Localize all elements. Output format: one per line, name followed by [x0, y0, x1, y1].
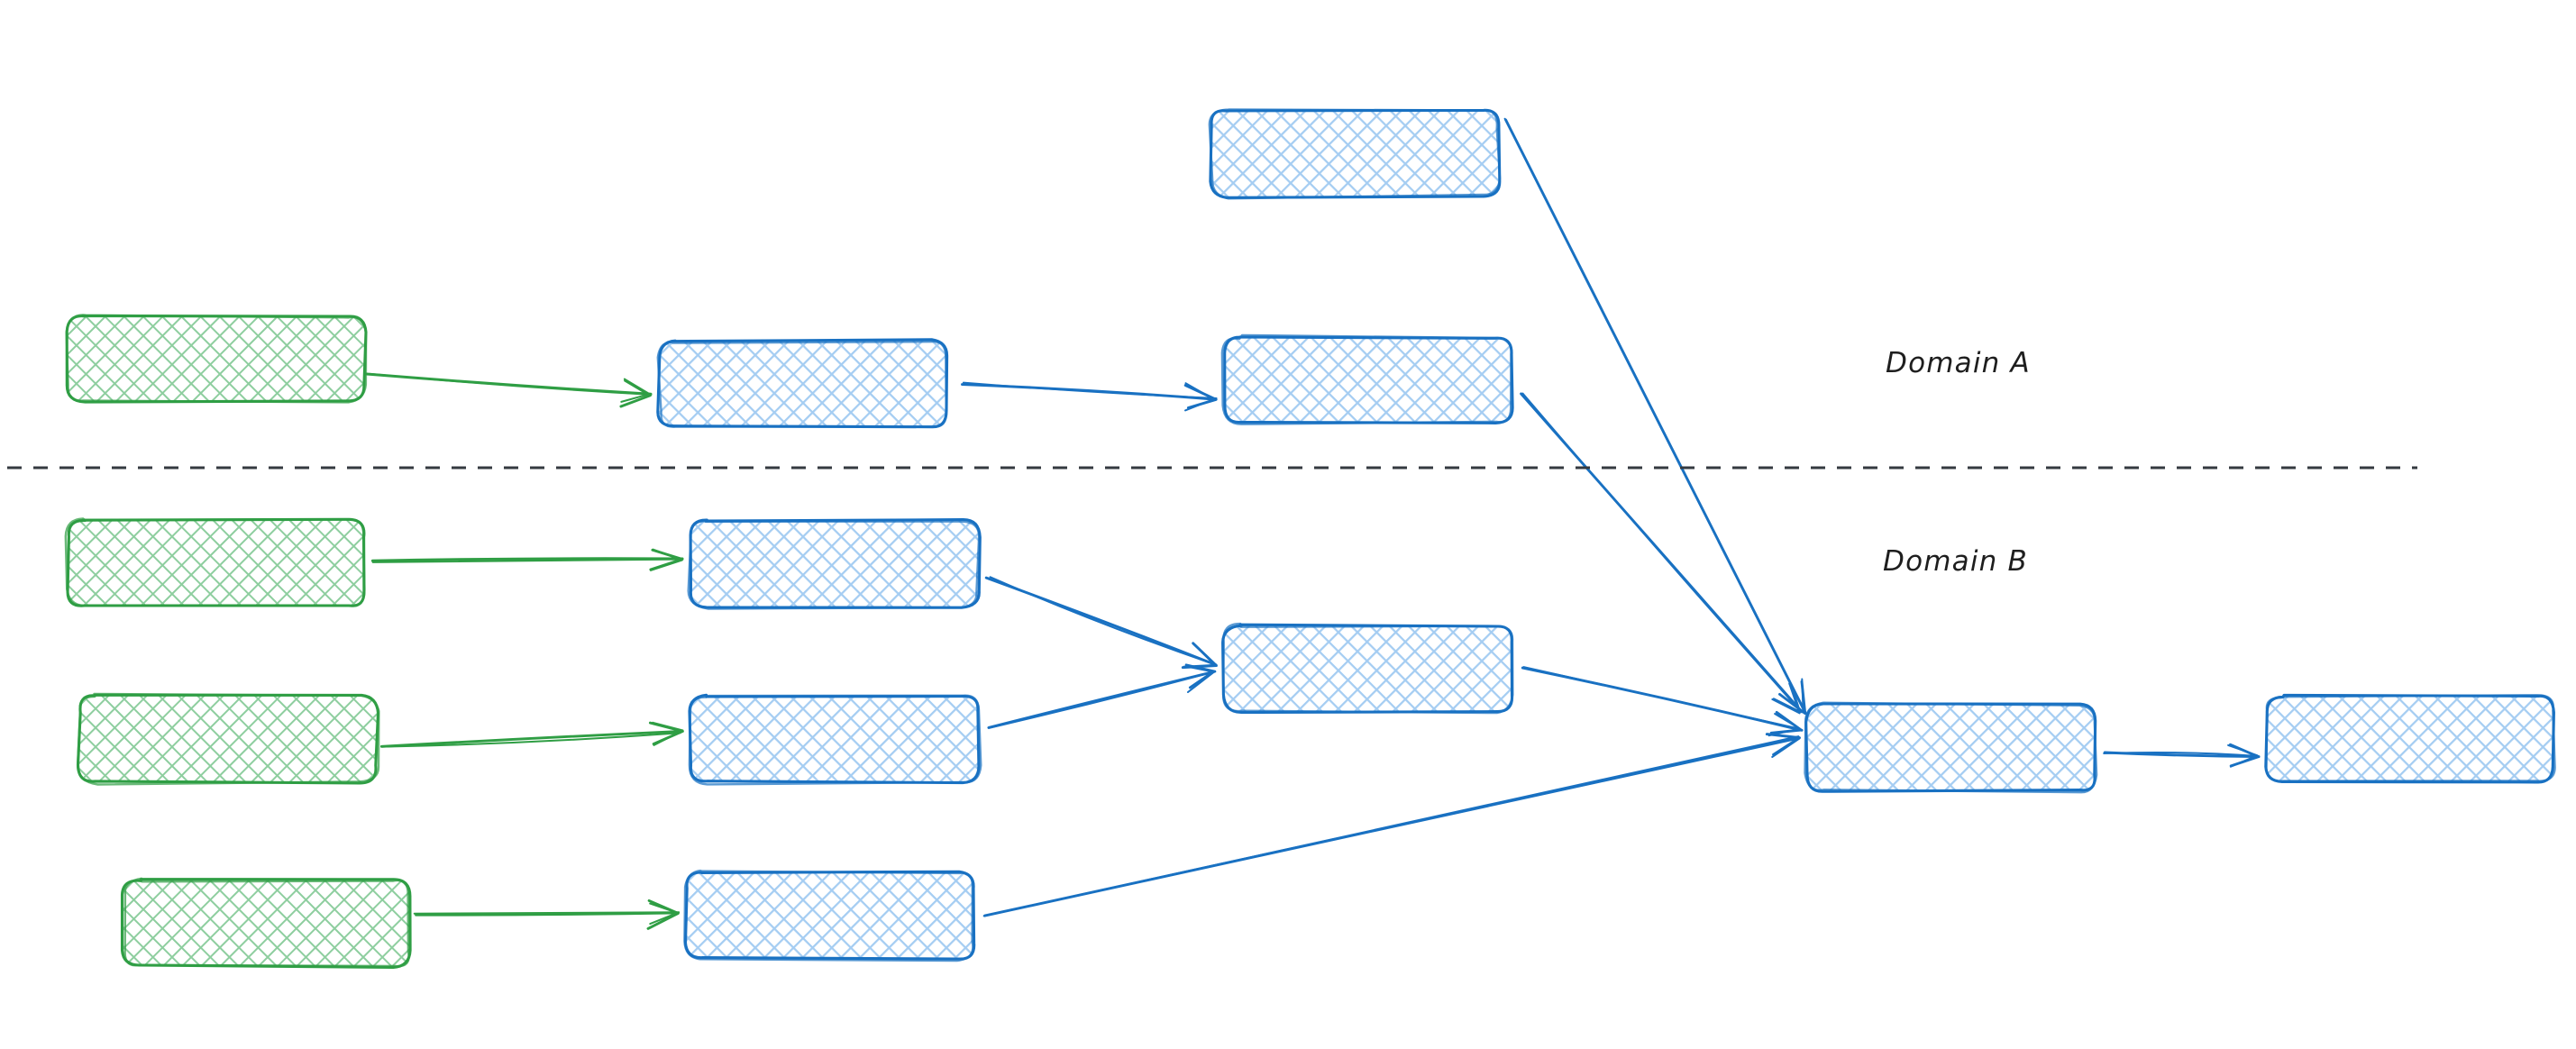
- node-fill: [690, 520, 979, 607]
- edge-stroke: [1521, 392, 1801, 712]
- node-fill: [659, 341, 947, 427]
- edge-arrowhead: [1185, 665, 1215, 693]
- edge-stroke: [1503, 117, 1806, 715]
- edge-e3[interactable]: [1503, 117, 1807, 716]
- edge-stroke: [962, 381, 1218, 399]
- node-b-src-2[interactable]: [76, 692, 380, 786]
- node-b-hub[interactable]: [1804, 701, 2098, 794]
- edge-stroke: [989, 576, 1216, 666]
- node-a-src-1[interactable]: [65, 314, 368, 404]
- edge-arrowhead: [2227, 743, 2259, 768]
- edge-stroke: [1521, 666, 1804, 732]
- node-outline: [64, 517, 366, 607]
- edge-arrowhead: [646, 898, 680, 930]
- edges-layer: [365, 117, 2261, 930]
- node-outline: [1804, 701, 2098, 794]
- node-outline: [683, 869, 974, 962]
- node-outline: [77, 692, 380, 786]
- node-b-proc-1[interactable]: [687, 518, 982, 610]
- edge-stroke: [380, 732, 681, 748]
- node-outline: [1208, 108, 1502, 200]
- node-outline: [1220, 333, 1512, 425]
- edge-arrowhead: [649, 548, 683, 571]
- node-fill: [79, 696, 377, 782]
- node-b-proc-3[interactable]: [683, 869, 976, 962]
- domain-label-a: Domain A: [1886, 347, 2031, 379]
- edge-e4[interactable]: [1520, 392, 1804, 715]
- domain-label-b: Domain B: [1883, 545, 2029, 578]
- edge-e5[interactable]: [370, 548, 684, 571]
- node-outline: [123, 877, 410, 968]
- edge-stroke: [1522, 666, 1800, 730]
- edge-arrowhead: [652, 721, 684, 746]
- edge-stroke: [371, 558, 682, 563]
- node-fill: [68, 520, 365, 607]
- edge-arrowhead: [649, 902, 679, 926]
- edge-stroke: [369, 372, 653, 396]
- edge-e6[interactable]: [379, 721, 684, 748]
- edge-arrowhead: [1768, 733, 1801, 758]
- node-fill: [686, 872, 974, 959]
- node-a-top-1[interactable]: [1208, 108, 1502, 200]
- node-fill: [1210, 110, 1499, 196]
- node-fill: [690, 696, 979, 782]
- edge-arrowhead: [1771, 682, 1801, 715]
- node-outline: [65, 314, 368, 404]
- node-b-out[interactable]: [2264, 693, 2556, 784]
- node-outline: [1222, 622, 1514, 715]
- edge-e7[interactable]: [413, 898, 681, 930]
- node-fill: [123, 880, 410, 966]
- edge-stroke: [988, 670, 1217, 729]
- node-b-src-1[interactable]: [64, 517, 366, 607]
- edge-e1[interactable]: [365, 372, 653, 408]
- node-outline: [687, 520, 981, 610]
- node-outline: [2265, 694, 2556, 782]
- node-fill: [1224, 337, 1512, 424]
- node-a-proc-1[interactable]: [656, 338, 949, 429]
- node-b-proc-2[interactable]: [688, 693, 982, 786]
- edge-e9[interactable]: [987, 663, 1217, 729]
- edge-stroke: [415, 911, 680, 917]
- edge-e2[interactable]: [961, 381, 1218, 412]
- nodes-layer: [64, 108, 2556, 969]
- node-outline: [656, 340, 948, 428]
- node-b-merge-1[interactable]: [1221, 622, 1514, 715]
- edge-stroke: [370, 557, 684, 562]
- edge-arrowhead: [1768, 713, 1801, 737]
- edge-stroke: [413, 911, 681, 915]
- node-outline: [688, 694, 982, 786]
- edge-arrowhead: [619, 379, 652, 408]
- node-fill: [1224, 625, 1512, 712]
- node-fill: [2267, 696, 2553, 782]
- edge-e8[interactable]: [984, 576, 1218, 670]
- edge-e12[interactable]: [2103, 743, 2261, 768]
- edge-e10[interactable]: [1521, 666, 1804, 737]
- node-fill: [1807, 705, 2096, 791]
- node-fill: [68, 315, 365, 402]
- node-a-proc-2[interactable]: [1220, 333, 1514, 425]
- edge-e11[interactable]: [982, 733, 1801, 917]
- edge-arrowhead: [620, 378, 651, 403]
- edge-stroke: [379, 729, 683, 748]
- edge-stroke: [982, 735, 1800, 917]
- edge-stroke: [2103, 752, 2259, 757]
- node-b-src-3[interactable]: [120, 877, 412, 969]
- edge-arrowhead: [1184, 382, 1215, 412]
